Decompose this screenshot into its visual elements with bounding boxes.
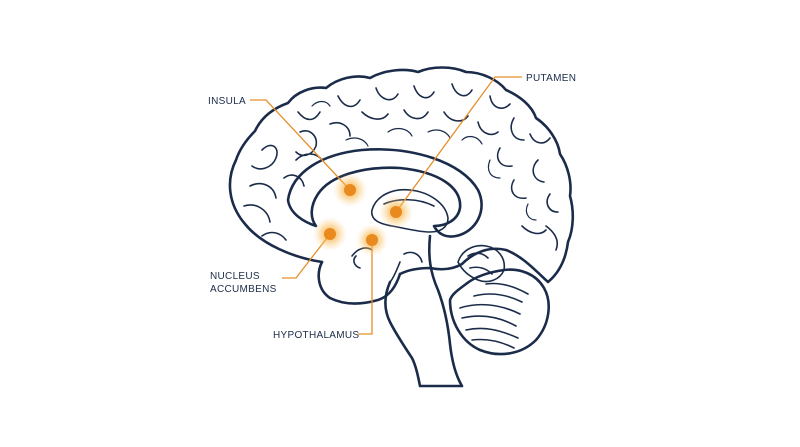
midbrain-lines xyxy=(351,247,423,283)
insula-hotspot xyxy=(333,173,367,207)
corpus-callosum xyxy=(286,148,483,238)
cortex-sulci xyxy=(311,100,537,221)
hypothalamus-leader xyxy=(358,240,373,335)
hypothalamus-hotspot xyxy=(356,224,388,256)
cortex-folds xyxy=(243,83,559,251)
label-insula: INSULA xyxy=(208,96,246,107)
brainstem-outline xyxy=(384,234,464,388)
putamen-hotspot xyxy=(379,195,413,229)
nucleus-accumbens-hotspot xyxy=(313,217,347,251)
label-hypothalamus: HYPOTHALAMUS xyxy=(273,330,359,341)
arbor-vitae xyxy=(457,244,506,283)
cerebellum-folia xyxy=(459,282,529,349)
cerebrum-outline xyxy=(228,66,575,284)
label-putamen: PUTAMEN xyxy=(526,73,576,84)
insula-leader xyxy=(250,99,351,191)
label-nucleus-accumbens-line1: NUCLEUS xyxy=(210,271,260,282)
cerebellum-outline xyxy=(448,268,550,356)
nucleus-accumbens-leader xyxy=(282,233,331,279)
label-nucleus-accumbens-line2: ACCUMBENS xyxy=(210,284,277,295)
temporal-lobe-outline xyxy=(317,260,402,305)
putamen-leader xyxy=(395,76,522,213)
